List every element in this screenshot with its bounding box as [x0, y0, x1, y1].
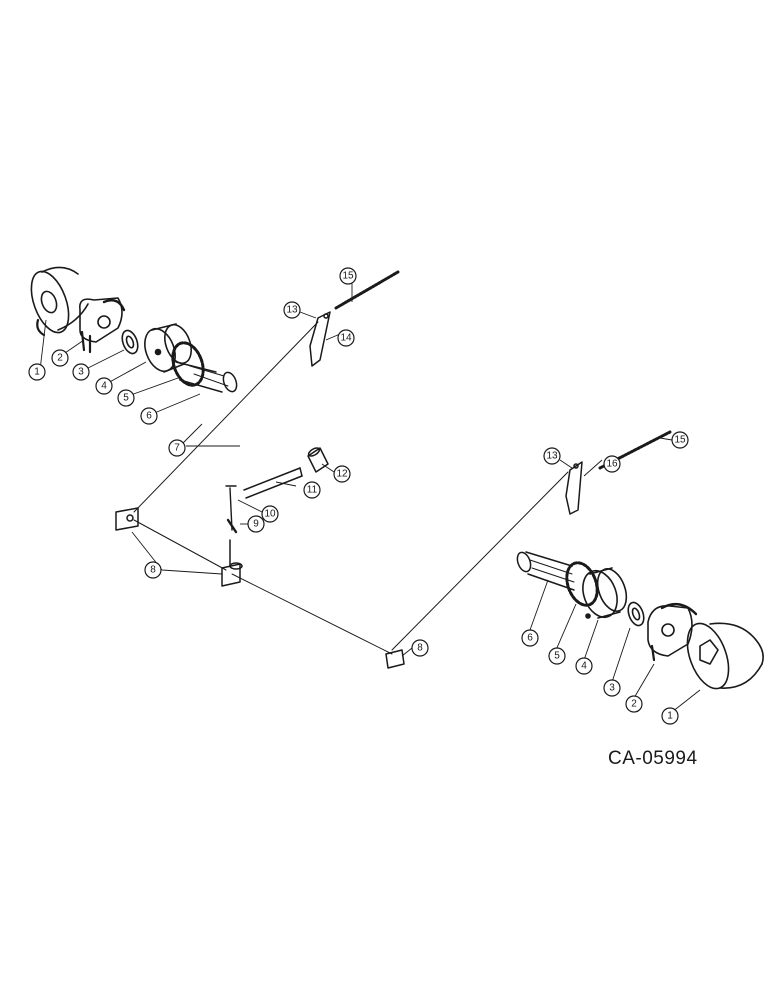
cable-lines — [133, 321, 569, 655]
left-lever — [309, 311, 331, 367]
callout-2-left: 2 — [51, 349, 69, 367]
svg-text:3: 3 — [78, 367, 84, 378]
svg-text:12: 12 — [336, 469, 348, 480]
callout-4-right: 4 — [575, 657, 593, 675]
right-seal — [627, 601, 645, 627]
left-spring-rod — [334, 270, 400, 310]
left-brake-drum — [30, 266, 89, 337]
svg-text:6: 6 — [146, 411, 152, 422]
right-brake-shoe — [647, 602, 698, 662]
callout-6-right: 6 — [521, 629, 539, 647]
right-gear — [565, 561, 599, 607]
callout-2-right: 2 — [625, 695, 643, 713]
svg-text:11: 11 — [307, 485, 318, 496]
bracket-right — [385, 649, 405, 669]
bracket-left — [115, 507, 139, 531]
svg-text:4: 4 — [581, 661, 587, 672]
bracket-center — [221, 539, 243, 587]
svg-text:5: 5 — [123, 393, 129, 404]
right-bearing-housing — [582, 567, 628, 619]
callout-11: 11 — [303, 481, 321, 499]
left-bearing-housing — [144, 323, 192, 373]
callout-5-right: 5 — [548, 647, 566, 665]
callout-1-right: 1 — [661, 707, 679, 725]
callout-9: 9 — [247, 515, 265, 533]
svg-text:13: 13 — [286, 305, 298, 316]
callout-8-right: 8 — [411, 639, 429, 657]
svg-text:4: 4 — [101, 381, 107, 392]
callout-13-left: 13 — [283, 301, 301, 319]
callout-6-left: 6 — [140, 407, 158, 425]
callout-3-right: 3 — [603, 679, 621, 697]
callout-5-left: 5 — [117, 389, 135, 407]
svg-text:1: 1 — [667, 711, 673, 722]
svg-text:3: 3 — [609, 683, 615, 694]
svg-text:10: 10 — [264, 509, 276, 520]
callout-13-right: 13 — [543, 447, 561, 465]
right-lever — [565, 461, 583, 515]
svg-text:1: 1 — [34, 367, 40, 378]
callout-14: 14 — [337, 329, 355, 347]
svg-text:5: 5 — [554, 651, 560, 662]
center-sleeve — [307, 447, 329, 473]
callout-15-right: 15 — [671, 431, 689, 449]
svg-text:14: 14 — [340, 333, 352, 344]
callout-7: 7 — [168, 439, 186, 457]
callout-16: 16 — [603, 455, 621, 473]
svg-text:8: 8 — [150, 565, 156, 576]
svg-text:2: 2 — [631, 699, 637, 710]
callout-12: 12 — [333, 465, 351, 483]
svg-text:9: 9 — [253, 519, 259, 530]
callout-15-left: 15 — [339, 267, 357, 285]
left-seal — [121, 329, 139, 355]
svg-text:16: 16 — [606, 459, 618, 470]
callout-4-left: 4 — [95, 377, 113, 395]
left-brake-shoe — [78, 297, 126, 354]
left-splined-shaft — [175, 361, 238, 393]
callout-3-left: 3 — [72, 363, 90, 381]
right-splined-shaft — [516, 551, 575, 591]
callout-8-left: 8 — [144, 561, 162, 579]
center-pin — [225, 485, 238, 534]
svg-text:8: 8 — [417, 643, 423, 654]
svg-text:15: 15 — [674, 435, 686, 446]
callout-10: 10 — [261, 505, 279, 523]
right-brake-drum — [686, 622, 764, 690]
drawing-code: CA-05994 — [608, 748, 698, 769]
svg-text:7: 7 — [174, 443, 180, 454]
leader-lines — [39, 282, 701, 713]
svg-text:13: 13 — [546, 451, 558, 462]
svg-text:6: 6 — [527, 633, 533, 644]
svg-text:2: 2 — [57, 353, 63, 364]
center-rod — [243, 467, 303, 499]
svg-text:15: 15 — [342, 271, 354, 282]
callout-1-left: 1 — [28, 363, 46, 381]
